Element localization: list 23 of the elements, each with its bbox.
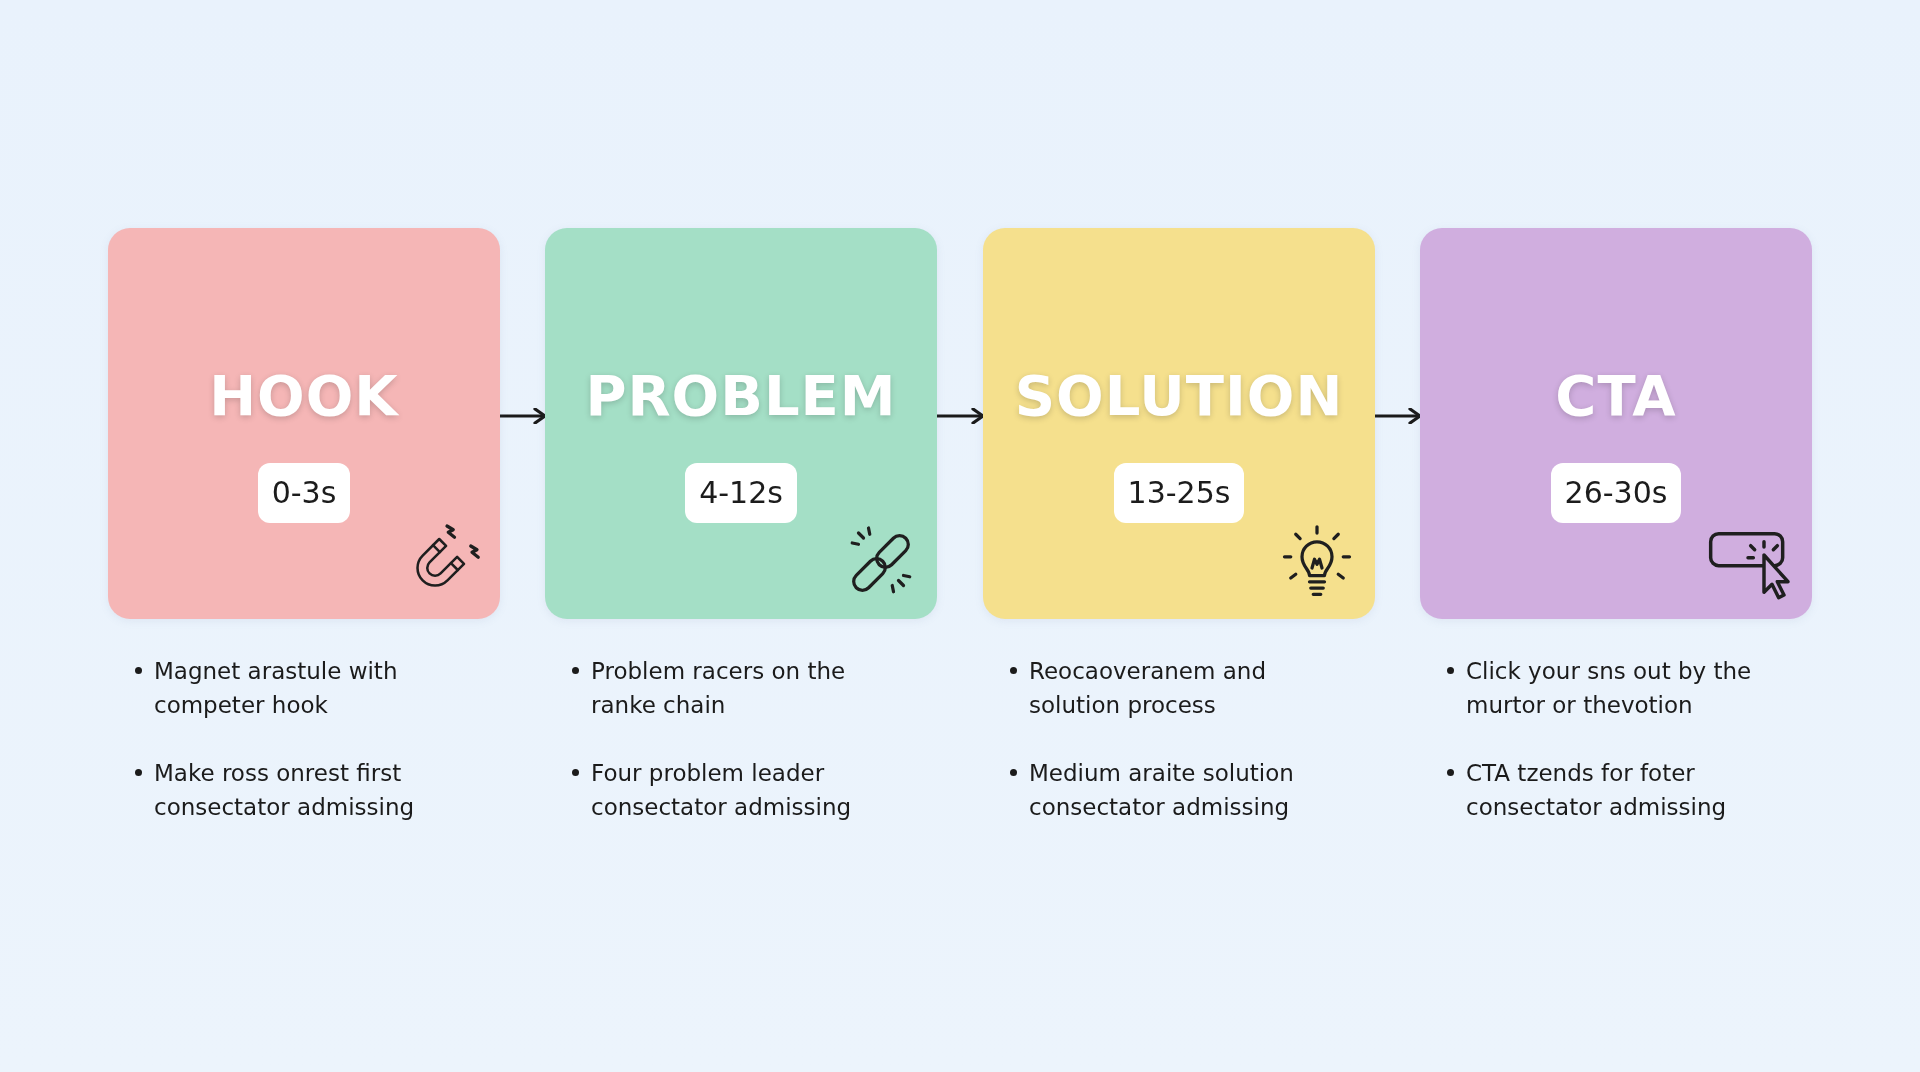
- stage-title: PROBLEM: [585, 362, 897, 429]
- stage-title: CTA: [1555, 362, 1677, 429]
- bullet-point: Problem racers on the ranke chain: [571, 654, 901, 722]
- bullet-point: Click your sns out by the murtor or thevotion: [1446, 654, 1776, 722]
- stage-title: SOLUTION: [1014, 362, 1344, 429]
- stage-card: [983, 228, 1375, 619]
- bullet-point: Medium araite solution consectator admissing: [1009, 756, 1339, 824]
- bullet-point: Four problem leader consectator admissing: [571, 756, 901, 824]
- stage-card: [1420, 228, 1812, 619]
- stage-title: HOOK: [209, 362, 399, 429]
- time-badge: 26-30s: [1550, 463, 1682, 523]
- bullet-point: Magnet arastule with competer hook: [134, 654, 464, 722]
- time-badge: 4-12s: [685, 463, 797, 523]
- arrow: [1373, 407, 1422, 425]
- arrow: [935, 407, 985, 425]
- stage-card: [108, 228, 500, 619]
- stage-card: [545, 228, 937, 619]
- time-badge: 13-25s: [1113, 463, 1245, 523]
- bullet-point: CTA tzends for foter consectator admissing: [1446, 756, 1776, 824]
- bullet-point: Reocaoveranem and solution process: [1009, 654, 1339, 722]
- bullet-point: Make ross onrest first consectator admissing: [134, 756, 464, 824]
- time-badge: 0-3s: [257, 463, 351, 523]
- arrow: [498, 407, 547, 425]
